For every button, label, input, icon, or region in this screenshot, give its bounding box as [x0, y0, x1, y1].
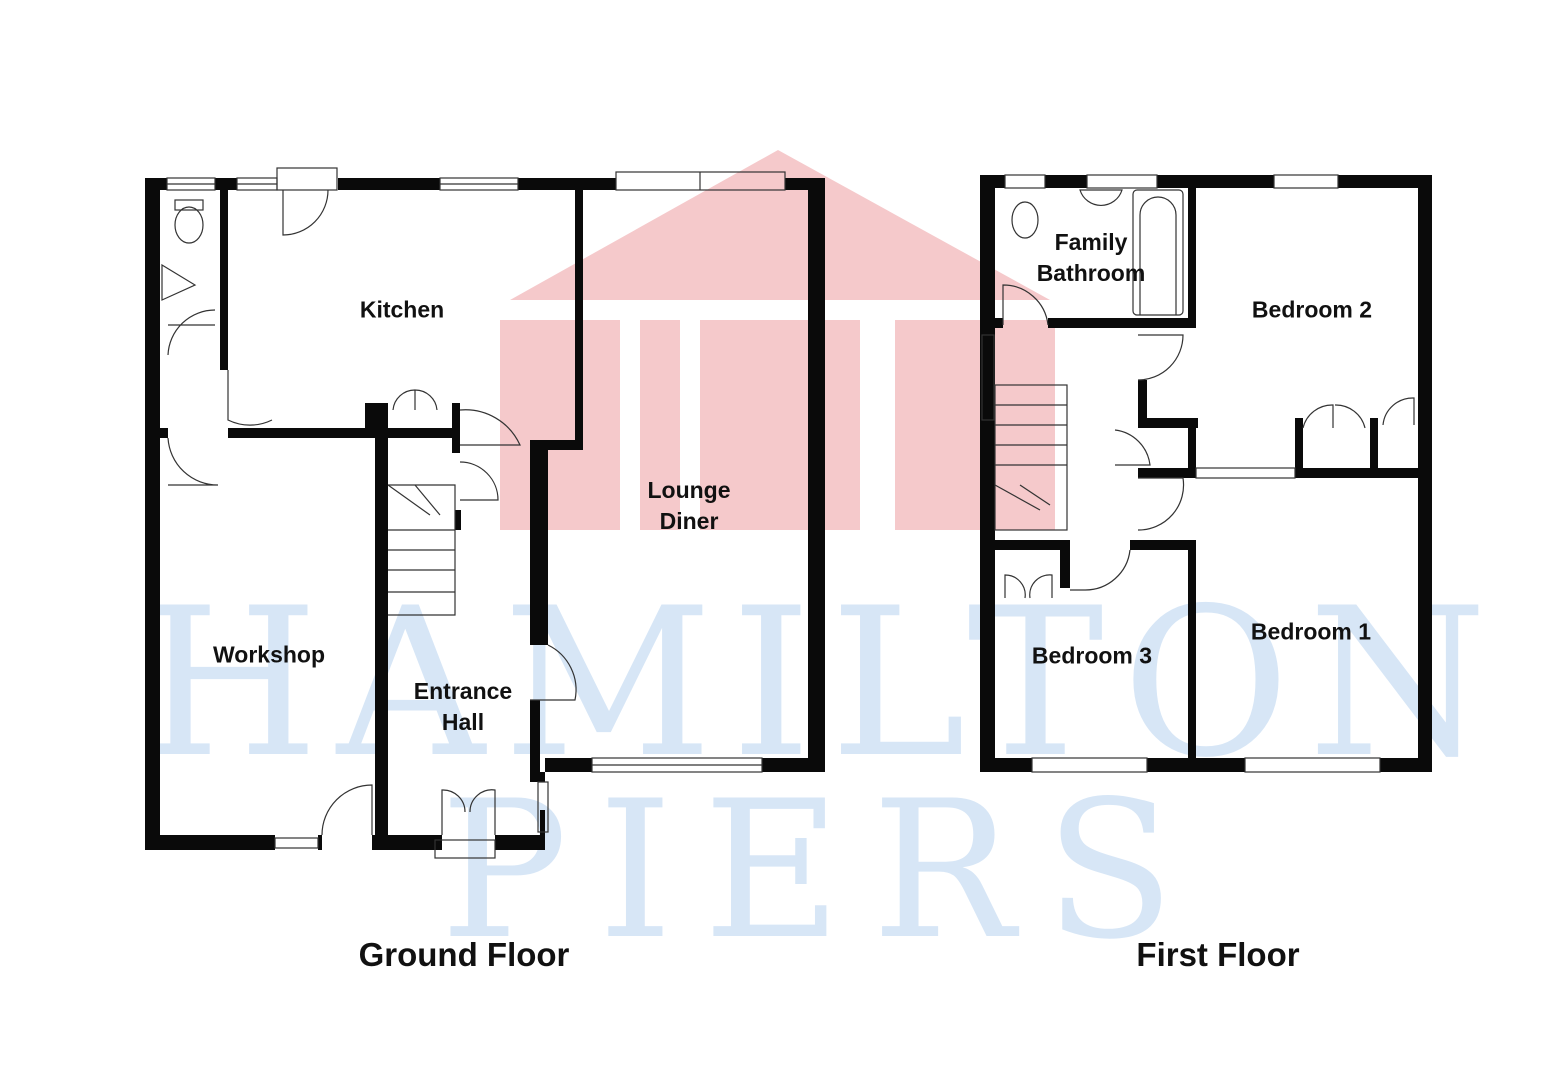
- ground-floor-fixtures: [161, 167, 786, 859]
- ground-floor-walls: [145, 178, 825, 850]
- first-floor-fixtures: [981, 174, 1415, 773]
- room-label-workshop: Workshop: [212, 641, 326, 668]
- room-label-hall-line2: Hall: [441, 709, 485, 735]
- first-floor-title: First Floor: [1136, 936, 1300, 973]
- room-label-lounge-line2: Diner: [659, 508, 719, 534]
- room-label-lounge-line1: Lounge: [647, 477, 731, 503]
- room-label-bath-line2: Bathroom: [1036, 260, 1146, 286]
- first-floor-walls: [980, 175, 1432, 772]
- room-label-bedroom-3: Bedroom 3: [1031, 642, 1153, 669]
- room-label-bedroom-2: Bedroom 2: [1251, 296, 1373, 323]
- room-label-family-bathroom: Family Bathroom: [1037, 227, 1146, 289]
- room-label-entrance-hall: Entrance Hall: [414, 676, 512, 738]
- room-label-lounge-diner: Lounge Diner: [647, 475, 730, 537]
- room-label-bedroom-1: Bedroom 1: [1250, 618, 1372, 645]
- ground-floor-title: Ground Floor: [358, 936, 570, 973]
- room-label-kitchen: Kitchen: [359, 296, 445, 323]
- room-label-bath-line1: Family: [1054, 229, 1128, 255]
- room-label-hall-line1: Entrance: [413, 678, 513, 704]
- watermark-text-line2: PIERS: [440, 760, 1205, 981]
